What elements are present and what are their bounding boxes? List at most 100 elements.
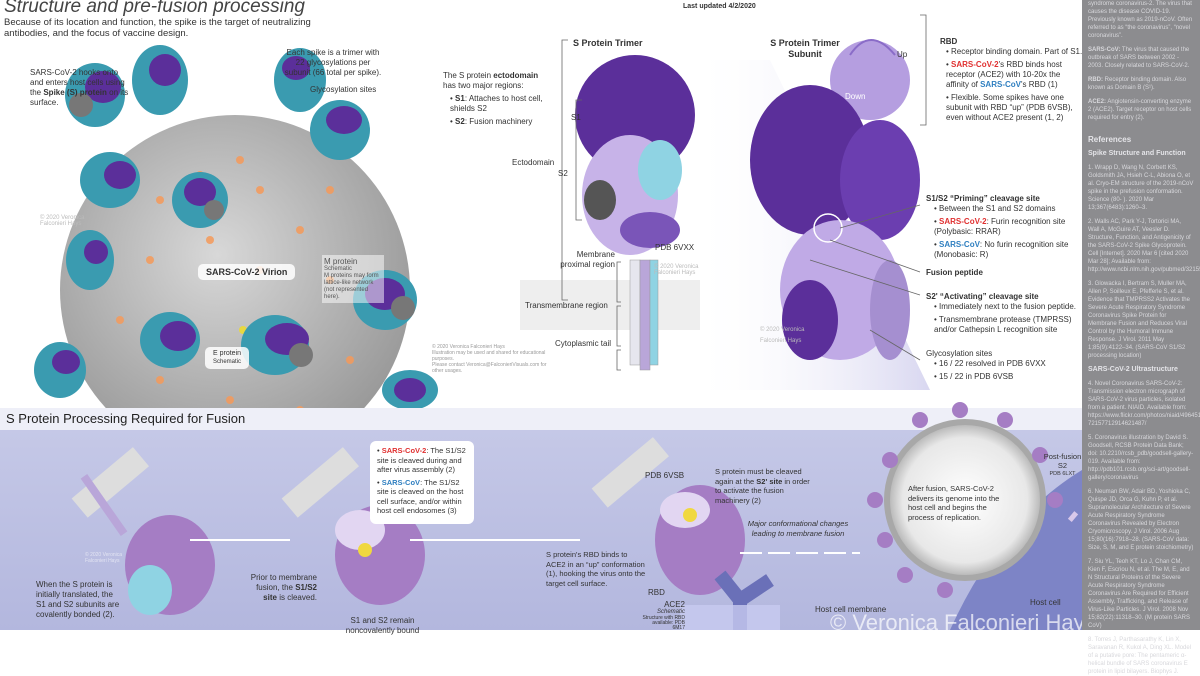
virion-label: SARS-CoV-2 Virion — [198, 264, 296, 280]
arrows — [190, 539, 860, 554]
rbd-label: RBD — [648, 588, 665, 597]
subunit-illustration — [690, 39, 930, 390]
postfusion-label: Post-fusion S2 PDB 6LXT — [1040, 452, 1085, 479]
glossary-entry: RBD: Receptor binding domain. Also known… — [1088, 77, 1187, 91]
reference-item: 6. Neuman BW, Adair BD, Yoshioka C, Quis… — [1088, 489, 1194, 551]
m-protein-label: M protein Schematic M proteins may form … — [322, 255, 384, 303]
activating-note: Transmembrane protease (TMPRSS) and/or C… — [934, 315, 1086, 335]
watermark: © 2020 Veronica Falconieri Hays — [654, 264, 699, 276]
activating-notes: S2' “Activating” cleavage site Immediate… — [926, 292, 1086, 338]
references-title: References — [1088, 135, 1132, 144]
glyco-title: Glycosylation sites — [926, 349, 993, 358]
s2prime-text: S protein must be cleaved again at the S… — [715, 467, 810, 505]
watermark: © 2020 Veronica Falconieri Hays — [85, 552, 123, 564]
e-protein-label: E protein Schematic — [205, 347, 250, 369]
priming-title: S1/S2 “Priming” cleavage site — [926, 194, 1040, 203]
e-protein-sub: Schematic — [213, 359, 242, 365]
step2-text: Prior to membrane fusion, the S1/S2 site… — [250, 573, 317, 602]
m-protein-title: M protein — [324, 257, 358, 266]
bracket-s1: S1 — [571, 113, 581, 122]
ectodomain-intro: The S protein ectodomain has two major r… — [443, 71, 539, 90]
ectodomain-label: Ectodomain — [512, 158, 555, 167]
references-sidebar: syndrome coronavirus-2. The virus that c… — [1082, 0, 1200, 675]
illustration-artwork — [34, 14, 930, 465]
fusion-process-artwork — [71, 402, 1082, 630]
region-s2: S2: Fusion machinery — [450, 117, 550, 127]
glossary-entry: SARS-CoV: The virus that caused the outb… — [1088, 47, 1190, 69]
trimer-note: Each spike is a trimer with 22 glycosyla… — [284, 48, 382, 77]
page-subtitle: Because of its location and function, th… — [4, 17, 311, 39]
glyco-notes: Glycosylation sites 16 / 22 resolved in … — [926, 349, 1086, 385]
step3-text: S protein's RBD binds to ACE2 in an “up”… — [546, 550, 646, 588]
callout-cov2: SARS-CoV-2: The S1/S2 site is cleaved du… — [377, 446, 467, 475]
copyright-watermark: © Veronica Falconieri Hays — [830, 610, 1096, 635]
priming-note: Between the S1 and S2 domains — [934, 204, 1086, 214]
callout-lines — [561, 14, 927, 371]
bottom-title-bar — [0, 408, 1082, 430]
host-cell-label: Host cell — [1030, 598, 1061, 607]
trimer-pdb: PDB 6VXX — [655, 243, 695, 252]
step2-spike — [281, 447, 425, 605]
step1-text: When the S protein is initially translat… — [36, 580, 120, 619]
postfusion-pdb: PDB 6LXT — [1049, 471, 1076, 477]
e-protein-title: E protein — [213, 350, 242, 357]
ace2-label: ACE2 Schematic Structure with RBD availa… — [640, 600, 685, 631]
bracket-s2: S2 — [558, 169, 568, 178]
trimer-title: S Protein Trimer — [573, 38, 643, 48]
last-updated: Last updated 4/2/2020 — [683, 3, 756, 10]
activating-title: S2' “Activating” cleavage site — [926, 292, 1039, 301]
glycosylation-label: Glycosylation sites — [310, 85, 377, 94]
page-title: Structure and pre-fusion processing — [4, 0, 305, 17]
glossary-entry: syndrome coronavirus-2. The virus that c… — [1088, 1, 1193, 39]
membrane-proximal-label: Membrane proximal region — [560, 250, 615, 269]
transmembrane-label: Transmembrane region — [525, 301, 608, 310]
reference-item: 8. Torres J, Parthasarathy K, Lin X, Sar… — [1088, 637, 1192, 675]
step2b-text: S1 and S2 remain noncovalently bound — [345, 616, 420, 635]
after-fusion-text: After fusion, SARS-CoV-2 delivers its ge… — [908, 484, 1000, 522]
postfusion-title: Post-fusion S2 — [1043, 452, 1082, 470]
step3-pdb: PDB 6VSB — [645, 471, 685, 480]
priming-cov2: SARS-CoV-2: Furin recognition site (Poly… — [934, 217, 1086, 237]
glyco-note: 16 / 22 resolved in PDB 6VXX — [934, 359, 1086, 369]
watermark: © 2020 Veronica Falconieri Hays — [40, 215, 85, 227]
rbd-note: Receptor binding domain. Part of S1. — [946, 47, 1085, 57]
reference-item: 7. Siu YL, Teoh KT, Lo J, Chan CM, Kien … — [1088, 559, 1190, 629]
copyright-line: Illustration may be used and shared for … — [432, 350, 546, 362]
spike-hooks-note: SARS-CoV-2 hooks onto and enters host ce… — [30, 68, 129, 107]
m-protein-note: M proteins may form lattice-like network… — [324, 273, 379, 300]
host-membrane-label: Host cell membrane — [815, 605, 887, 614]
reference-item: 4. Novel Coronavirus SARS-CoV-2: Transmi… — [1088, 381, 1200, 427]
ace2-sub: Schematic — [656, 609, 685, 615]
m-protein-sub: Schematic — [324, 266, 353, 272]
priming-cov: SARS-CoV: No furin recognition site (Mon… — [934, 240, 1086, 260]
spike-proteins — [34, 45, 438, 410]
copyright-line: Please contact Veronica@FalconieriVisual… — [432, 362, 547, 374]
cytoplasmic-label: Cytoplasmic tail — [555, 339, 612, 348]
cleavage-callout: SARS-CoV-2: The S1/S2 site is cleaved du… — [370, 441, 474, 524]
rbd-down-label: Down — [845, 92, 866, 101]
virion-after-fusion — [867, 402, 1082, 630]
trimer-illustration — [520, 55, 700, 371]
rbd-up-label: Up — [897, 50, 908, 59]
glyco-note: 15 / 22 in PDB 6VSB — [934, 372, 1086, 382]
callout-cov: SARS-CoV: The S1/S2 site is cleaved on t… — [377, 478, 467, 516]
rbd-affinity-note: SARS-CoV-2's RBD binds host receptor (AC… — [946, 60, 1085, 90]
rbd-title: RBD — [940, 37, 958, 46]
reference-item: 3. Glowacka I, Bertram S, Muller MA, All… — [1088, 281, 1190, 359]
region-s1: S1: Attaches to host cell, shields S2 — [450, 94, 550, 114]
references-section: SARS-CoV-2 Ultrastructure — [1088, 366, 1178, 373]
conformational-text: Major conformational changes leading to … — [747, 519, 849, 538]
bottom-title: S Protein Processing Required for Fusion — [6, 411, 246, 426]
ace2-note: Structure with RBD available: PDB 6M17 — [642, 615, 685, 631]
fusion-peptide-label: Fusion peptide — [926, 268, 983, 277]
references-section: Spike Structure and Function — [1088, 150, 1186, 157]
watermark: © 2020 Veronica Falconieri Hays — [760, 327, 805, 344]
rbd-flexible-note: Flexible. Some spikes have one subunit w… — [946, 93, 1085, 123]
subunit-title: S Protein Trimer Subunit — [770, 38, 840, 59]
ace2-title: ACE2 — [664, 600, 685, 609]
activating-note: Immediately next to the fusion peptide. — [934, 302, 1086, 312]
reference-item: 2. Walls AC, Park Y-J, Tortorici MA, Wal… — [1088, 219, 1200, 273]
rbd-notes: RBD Receptor binding domain. Part of S1.… — [940, 37, 1085, 126]
reference-item: 1. Wrapp D, Wang N, Corbett KS, Goldsmit… — [1088, 165, 1194, 211]
step3-spike — [591, 437, 780, 630]
